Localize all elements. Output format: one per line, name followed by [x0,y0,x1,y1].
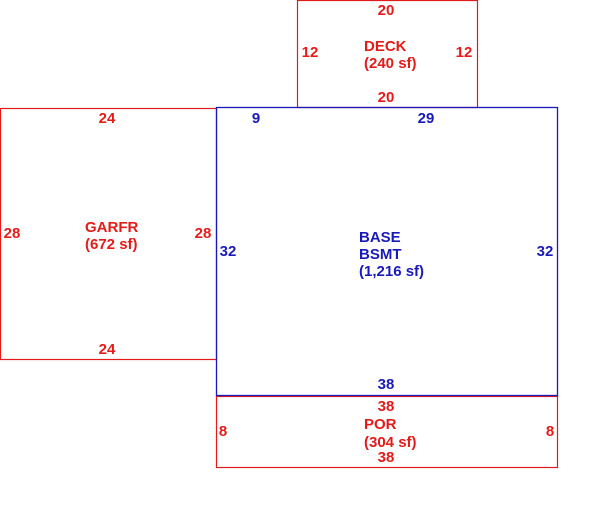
deck-area-value: (240 sf) [364,55,417,72]
garage-area-value: (672 sf) [85,236,138,253]
basement-top-right-dimension: 29 [418,110,435,127]
garage-right-dimension: 28 [195,225,212,242]
basement-label-line2: BSMT [359,246,402,263]
porch-label: POR [364,416,397,433]
garage-left-dimension: 28 [4,225,21,242]
porch-left-dimension: 8 [219,423,227,440]
garage-label: GARFR [85,219,138,236]
basement-left-dimension: 32 [220,243,237,260]
deck-bottom-dimension: 20 [378,89,395,106]
basement-area: 9 29 32 32 BASE BSMT (1,216 sf) 38 [215,106,559,397]
basement-bottom-dimension: 38 [378,376,395,393]
basement-right-dimension: 32 [537,243,554,260]
porch-bottom-dimension: 38 [378,449,395,466]
basement-outline [215,106,559,397]
porch-area-value: (304 sf) [364,434,417,451]
porch-area: 38 8 8 POR (304 sf) 38 [215,395,559,469]
porch-outline [215,395,559,469]
garage-area: 24 28 28 GARFR (672 sf) 24 [0,107,218,361]
garage-top-dimension: 24 [99,110,116,127]
garage-bottom-dimension: 24 [99,341,116,358]
deck-top-dimension: 20 [378,2,395,19]
basement-top-left-dimension: 9 [252,110,260,127]
deck-right-dimension: 12 [456,44,473,61]
porch-right-dimension: 8 [546,423,554,440]
basement-area-value: (1,216 sf) [359,263,424,280]
deck-label: DECK [364,38,407,55]
porch-top-dimension: 38 [378,398,395,415]
basement-label-line1: BASE [359,229,401,246]
deck-left-dimension: 12 [302,44,319,61]
deck-area: 20 12 12 DECK (240 sf) 20 [296,0,479,109]
